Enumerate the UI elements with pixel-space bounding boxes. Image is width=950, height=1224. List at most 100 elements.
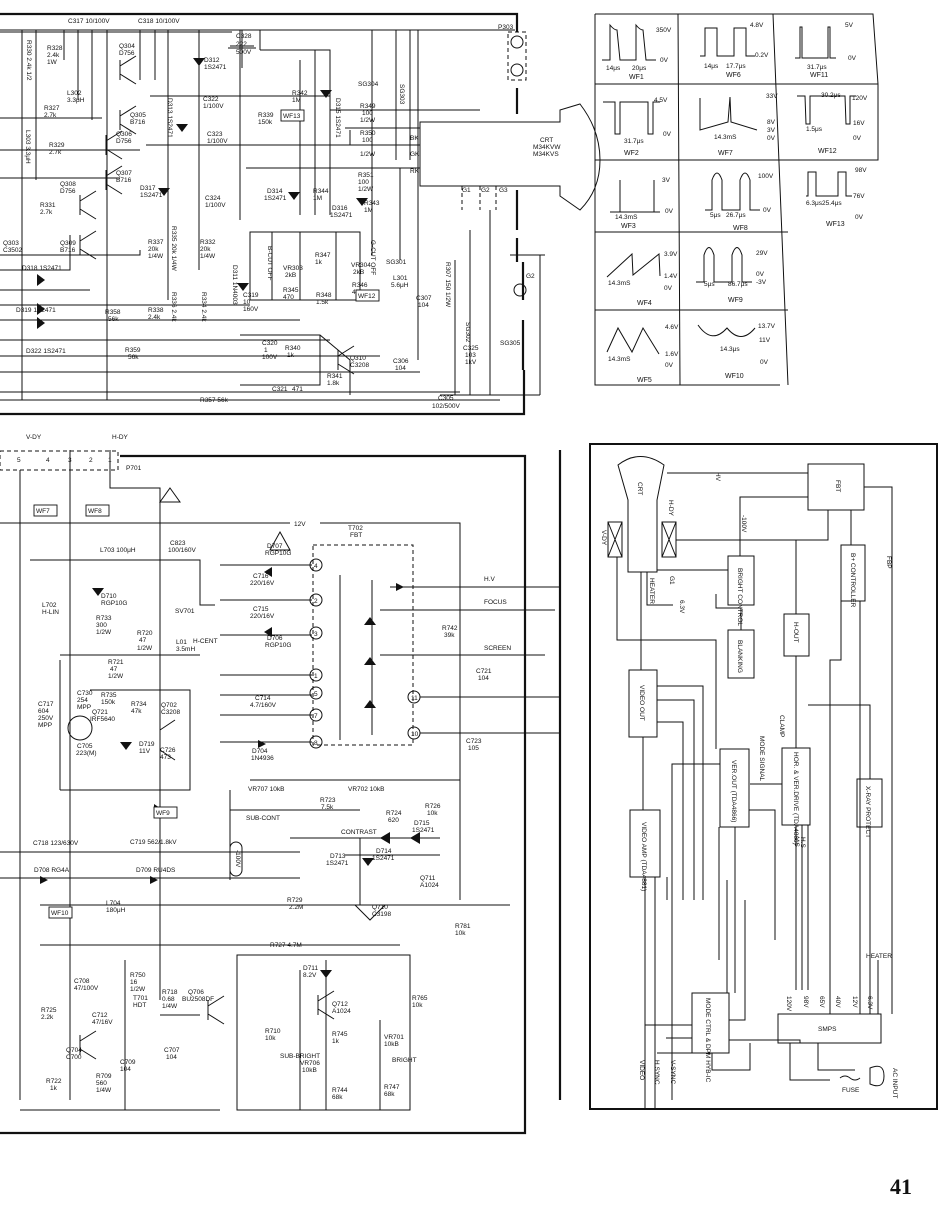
bright-frame [236,954,411,1111]
component-label: 2.4k [47,52,60,59]
component-label: 150k [258,119,273,126]
component-label: B716 [116,177,132,184]
component-label: VR706 [300,1060,320,1067]
block-h-out: H-OUT [792,622,799,643]
component-label: 7.5k [321,804,334,811]
component-label: M34KVS [533,151,559,158]
waveform-tag-box [280,109,305,122]
component-label: R344 [313,188,329,195]
component-label: 604 [38,708,49,715]
component-label: R734 [131,701,147,708]
component-label: 1 [108,457,112,464]
component-label: G-CUT OFF [369,240,376,275]
component-label: C714 [255,695,271,702]
waveform-value: 20μs [632,65,647,72]
component-label: R335 20k 1/4W [170,226,177,272]
component-label: L302 [67,90,82,97]
waveform-name: WF4 [637,300,652,307]
component-label: R337 [148,239,164,246]
component-label: 470 [283,294,294,301]
waveform-name: WF10 [725,373,744,380]
smps-rail-label: 40V [834,996,841,1008]
waveform-value: 0V [664,285,673,292]
component-label: 2.2k [41,1014,54,1021]
label-mode-signal: MODE SIGNAL [758,736,765,782]
component-label: D311 1N4003 [231,265,238,305]
component-label: R720 [137,630,153,637]
wf12-trace [797,95,856,125]
component-label: 2.7k [40,209,53,216]
component-label: 1/4W [96,1087,112,1094]
waveform-name: WF2 [624,150,639,157]
component-label: D756 [116,138,132,145]
waveform-value: 120V [852,95,868,102]
component-label: 1k [315,259,323,266]
component-label: 1/2W [360,117,376,124]
waveform-value: 14.3mS [615,214,638,221]
waveform-value: 0V [660,57,669,64]
smps-rail-label: 65V [818,996,825,1008]
component-label: 1M [292,97,301,104]
component-label: H-LIN [42,609,59,616]
waveform-tag-box [153,806,178,819]
component-label: D713 [330,853,346,860]
component-label: 1S2471 [412,827,435,834]
waveform-name: WF6 [726,72,741,79]
component-label: Q305 [130,112,146,119]
block-blanking: BLANKING [736,640,743,673]
component-label: 1/100V [207,138,228,145]
waveform-value: 0V [855,214,864,221]
wf7-trace [699,96,758,131]
component-label: 11 [411,695,418,702]
component-label: L303 3.3μH [24,130,31,164]
b-controller-block [840,544,866,602]
block-b-controller: B+ CONTROLLER [849,553,856,608]
component-label: C719 562/1.8kV [130,839,177,846]
component-label: L704 [106,900,121,907]
mosfet-net [59,654,200,791]
component-label: SG302 [464,322,471,343]
waveform-value: 0V [663,131,672,138]
m100v-label-box [229,841,243,877]
component-label: C726 [160,747,176,754]
label-g1: G1 [668,576,675,585]
component-label: 223(M) [76,750,97,757]
component-label: 7 [314,713,318,720]
component-label: C325 [463,345,479,352]
component-label: GK [410,151,420,158]
fbt-pin-10 [407,726,421,740]
waveform-value: 14.3mS [714,134,737,141]
component-label: 104 [418,302,429,309]
component-label: D319 1S2471 [16,307,56,314]
block-wires [616,472,893,1110]
component-label: R329 [49,142,65,149]
component-label: D315 1S2471 [334,98,341,138]
diode-symbols [37,58,368,329]
component-label: Q309 [60,240,76,247]
component-label: L301 [393,275,408,282]
component-label: 1/2W [96,629,112,636]
component-label: C721 [476,668,492,675]
component-label: R729 [287,897,303,904]
component-label: VR702 10kB [348,786,385,793]
fbt-pin-2 [309,593,323,607]
component-label: R725 [41,1007,57,1014]
component-label: L703 100μH [100,547,136,554]
waveform-tag-box [33,504,58,517]
component-label: 10k [427,810,438,817]
bright-nets [299,960,381,1110]
component-label: R327 [44,105,60,112]
component-label: R339 [258,112,274,119]
component-label: R330 2.4k 1/2 [25,40,32,81]
waveform-tag-box [355,289,380,302]
x-ray-protect-block [856,778,883,828]
component-label: R348 [316,292,332,299]
c323-net [146,130,351,146]
component-label: A1024 [420,882,439,889]
component-label: R710 [265,1028,281,1035]
component-label: -100V [234,850,241,868]
waveform-value: 8V [767,119,776,126]
component-label: R733 [96,615,112,622]
component-label: 220/16V [250,613,275,620]
